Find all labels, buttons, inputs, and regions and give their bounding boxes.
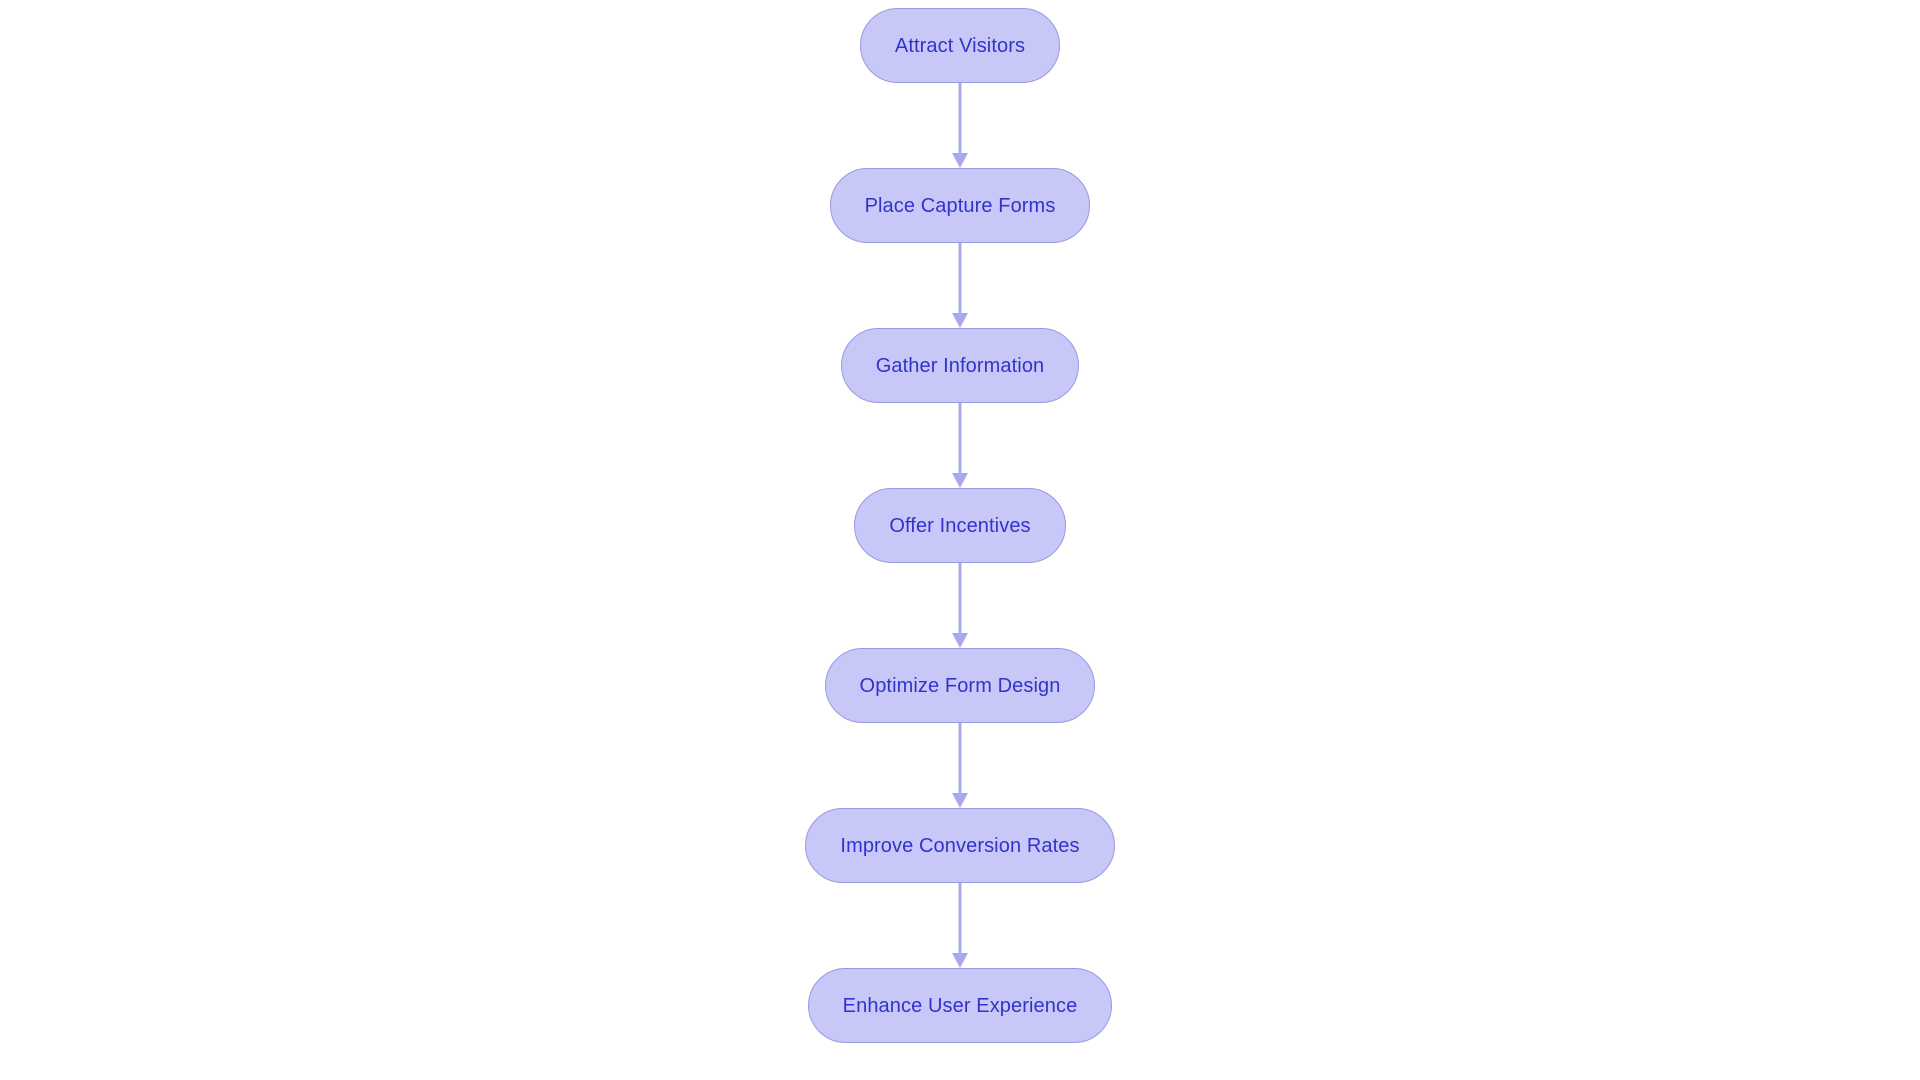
flow-node-offer-incentives[interactable]: Offer Incentives [854,488,1066,563]
flow-node-label: Optimize Form Design [859,674,1061,697]
flow-node-label: Improve Conversion Rates [840,834,1080,857]
flow-node-attract-visitors[interactable]: Attract Visitors [859,8,1061,83]
flow-node-label: Place Capture Forms [864,194,1056,217]
flow-node-label: Offer Incentives [889,514,1031,537]
flow-connector-2 [951,243,969,328]
flow-connector-3 [951,403,969,488]
flow-node-gather-information[interactable]: Gather Information [840,328,1080,403]
flow-connector-4 [951,563,969,648]
flow-node-improve-conversion-rates[interactable]: Improve Conversion Rates [805,808,1115,883]
flow-node-label: Gather Information [875,354,1045,377]
flow-node-enhance-user-experience[interactable]: Enhance User Experience [807,968,1113,1043]
flow-node-label: Enhance User Experience [842,994,1078,1017]
flow-connector-1 [951,83,969,168]
flow-connector-6 [951,883,969,968]
flow-node-label: Attract Visitors [894,34,1026,57]
flow-connector-5 [951,723,969,808]
flow-node-place-capture-forms[interactable]: Place Capture Forms [829,168,1091,243]
flow-node-optimize-form-design[interactable]: Optimize Form Design [824,648,1096,723]
